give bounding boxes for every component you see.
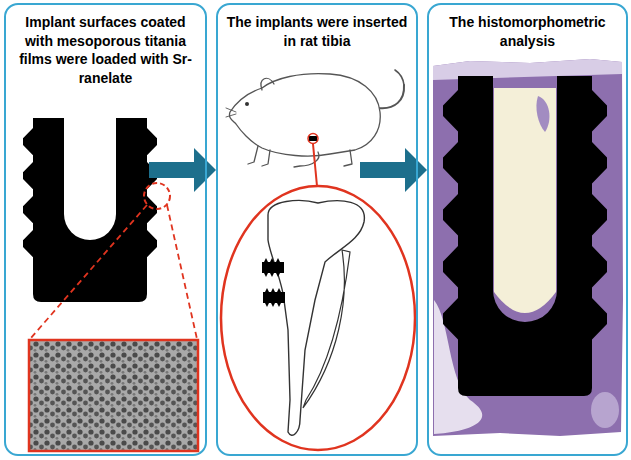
rat-tail-tip [395,70,404,85]
site-leader [313,144,317,186]
zoom-line [167,205,197,339]
implant-section [443,76,607,396]
step-panel: The implants were inserted in rat tibia [216,3,418,456]
fibula-bone [303,250,350,408]
step-panel: The histomorphometric analysis [427,3,628,456]
histology-tissue [433,59,623,436]
site-circle [308,134,318,144]
implant-section [23,118,157,302]
tibia-implant [263,292,285,303]
rat-ear [261,78,274,90]
rat-tail [378,85,404,108]
histology-pale [591,392,619,428]
zoom-line [30,205,147,339]
step-heading: The histomorphometric analysis [435,5,620,50]
zoom-circle [144,183,170,209]
tibia-bone [268,201,364,436]
implant-site [309,136,317,141]
rat-whiskers [226,108,236,117]
implant-threads [264,258,280,277]
rat-eye [245,102,249,106]
step-heading: The implants were inserted in rat tibia [224,5,410,50]
step-panel: Implant surfaces coated with mesoporous … [4,3,207,456]
rat-front-legs [248,146,270,166]
tem-inset [29,340,198,451]
tibia-implant [262,262,284,273]
implant-threads [265,288,281,307]
rat-hind-legs [294,150,352,167]
tibia-implants [262,258,285,307]
bone-marrow [494,88,556,313]
histology-spot [536,96,549,132]
rat-body [229,74,380,156]
rat-drawing [226,70,404,167]
zoom-ellipse [221,186,415,450]
step-heading: Implant surfaces coated with mesoporous … [12,5,199,87]
